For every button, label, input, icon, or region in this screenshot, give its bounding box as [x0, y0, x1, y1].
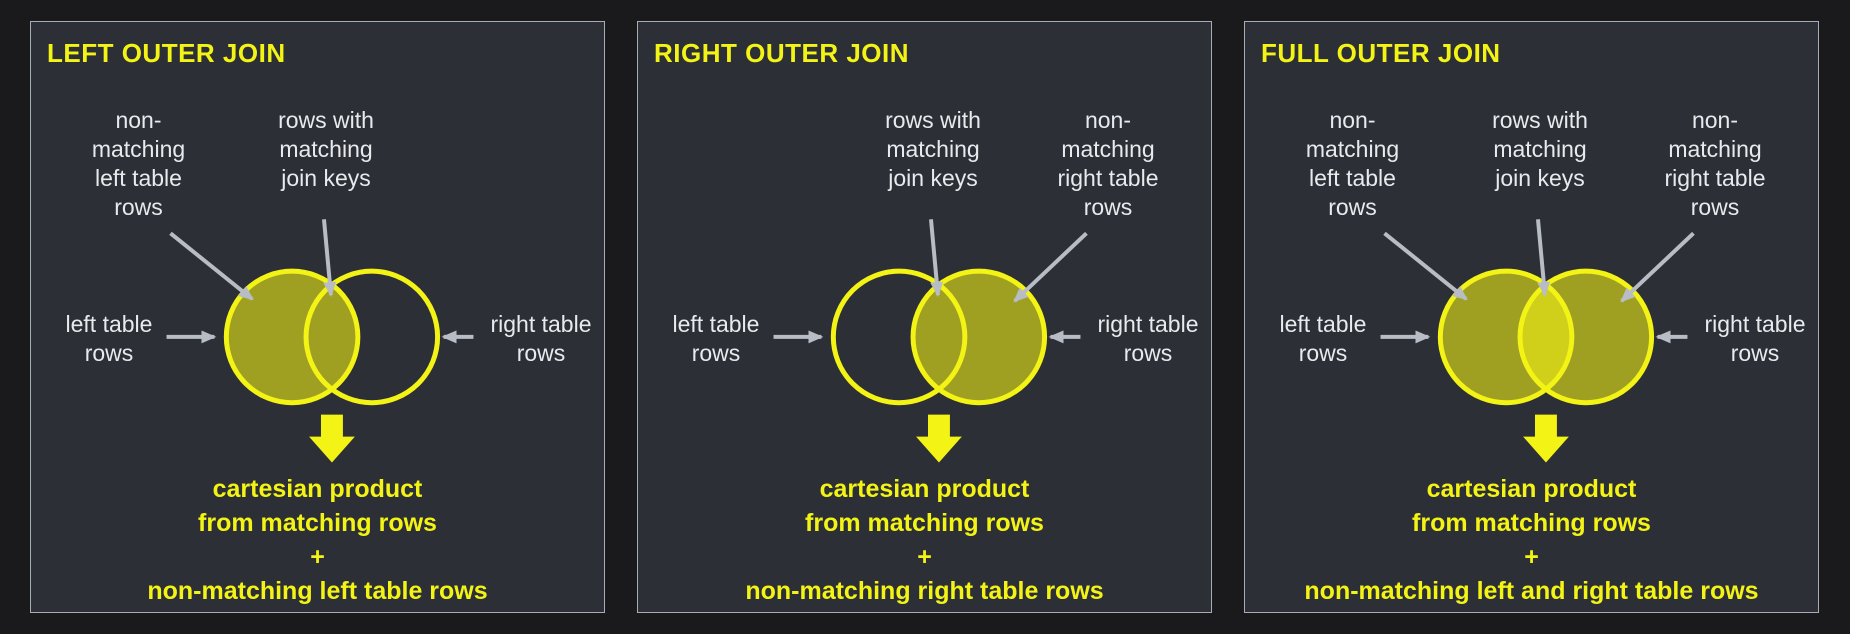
panel-title: FULL OUTER JOIN: [1261, 38, 1501, 68]
non-matching-left-arrow: [169, 231, 254, 301]
result-line: cartesian product: [212, 475, 423, 503]
result-plus: +: [1524, 543, 1539, 571]
non-matching-right-label: non- matching right table rows: [1664, 107, 1766, 220]
result-plus: +: [917, 543, 932, 571]
venn-diagram: [166, 219, 474, 463]
non-matching-right-arrow: [1620, 231, 1695, 303]
right-circle-outline: [910, 268, 1048, 406]
down-arrow-icon: [309, 414, 355, 463]
result-line: non-matching left table rows: [147, 577, 488, 605]
left-table-label: left table rows: [672, 311, 760, 366]
result-text: cartesian product from matching rows + n…: [638, 472, 1211, 608]
non-matching-left-label: non- matching left table rows: [1305, 107, 1400, 220]
panel-title: LEFT OUTER JOIN: [47, 38, 286, 68]
right-circle-outline: [303, 268, 441, 406]
result-text: cartesian product from matching rows + n…: [31, 472, 604, 608]
right-circle: [1520, 271, 1652, 403]
join-panel-left-outer: LEFT OUTER JOIN non- matching left table…: [30, 21, 605, 613]
result-line: cartesian product: [819, 475, 1030, 503]
left-circle: [226, 271, 358, 403]
panel-title: RIGHT OUTER JOIN: [654, 38, 910, 68]
left-table-label: left table rows: [1279, 311, 1367, 366]
join-panel-right-outer: RIGHT OUTER JOIN rows with matching join…: [637, 21, 1212, 613]
left-table-label: left table rows: [65, 311, 153, 366]
down-arrow-icon: [1523, 414, 1569, 463]
right-circle: [913, 271, 1045, 403]
matching-rows-arrow: [928, 219, 944, 298]
non-matching-right-arrow: [1013, 231, 1088, 303]
non-matching-left-arrow: [1383, 231, 1468, 301]
left-circle-outline: [223, 268, 361, 406]
matching-rows-label: rows with matching join keys: [278, 107, 374, 191]
matching-rows-label: rows with matching join keys: [1492, 107, 1588, 191]
left-circle-outline: [830, 268, 968, 406]
matching-rows-arrow: [1535, 219, 1551, 298]
result-line: non-matching right table rows: [745, 577, 1104, 605]
result-line: from matching rows: [198, 509, 437, 537]
non-matching-right-label: non- matching right table rows: [1057, 107, 1159, 220]
result-line: cartesian product: [1426, 475, 1637, 503]
result-text: cartesian product from matching rows + n…: [1245, 472, 1818, 608]
join-panel-full-outer: FULL OUTER JOIN non- matching left table…: [1244, 21, 1819, 613]
right-table-label: right table rows: [490, 311, 592, 366]
right-circle-outline: [1517, 268, 1655, 406]
matching-rows-label: rows with matching join keys: [885, 107, 981, 191]
result-plus: +: [310, 543, 325, 571]
left-circle-outline: [1437, 268, 1575, 406]
down-arrow-icon: [916, 414, 962, 463]
venn-diagram: [773, 219, 1088, 463]
right-table-label: right table rows: [1704, 311, 1806, 366]
venn-diagram: [1380, 219, 1695, 463]
non-matching-left-label: non- matching left table rows: [91, 107, 186, 220]
result-line: non-matching left and right table rows: [1304, 577, 1759, 605]
right-table-label: right table rows: [1097, 311, 1199, 366]
matching-rows-arrow: [321, 219, 337, 298]
result-line: from matching rows: [1412, 509, 1651, 537]
result-line: from matching rows: [805, 509, 1044, 537]
